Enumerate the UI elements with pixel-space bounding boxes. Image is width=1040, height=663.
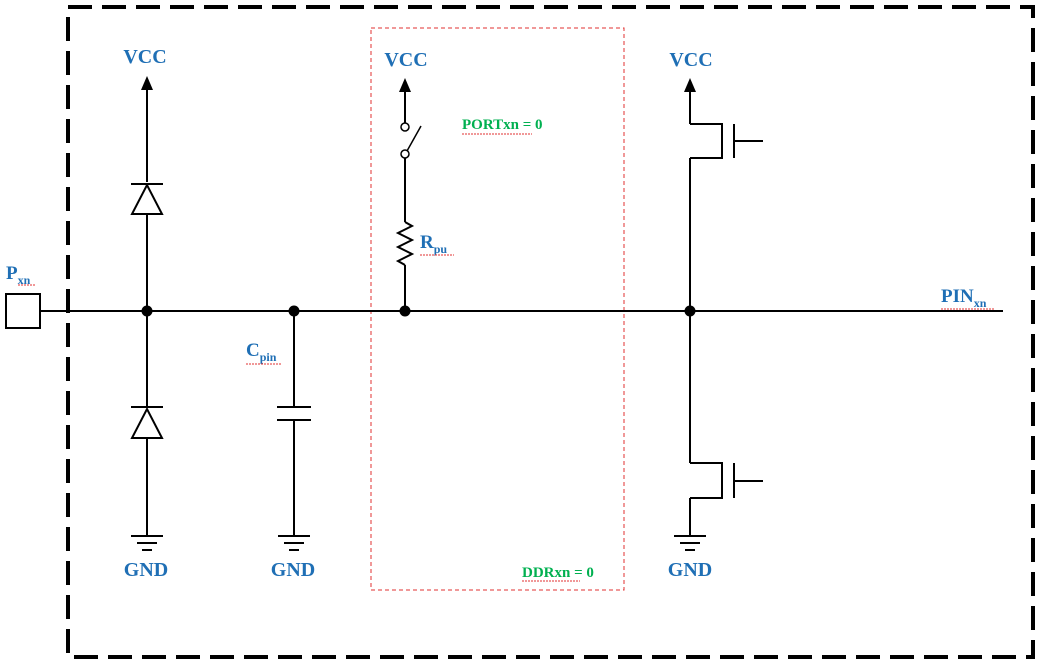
vcc-label-right: VCC <box>669 49 712 71</box>
gnd-label-left: GND <box>124 559 168 581</box>
node-buffer <box>684 305 696 317</box>
ddr-condition: DDRxn = 0 <box>522 565 594 581</box>
node-diodes <box>141 305 153 317</box>
vcc-label-mid: VCC <box>384 49 427 71</box>
pin-pad <box>5 293 41 329</box>
switch-blade <box>406 125 422 152</box>
node-capacitor <box>288 305 300 317</box>
pin-label: Pxn <box>6 263 31 287</box>
pin-capacitor <box>277 305 311 551</box>
output-label: PINxn <box>941 286 987 310</box>
node-pullup <box>399 305 411 317</box>
pullup-resistor <box>395 221 415 266</box>
port-condition: PORTxn = 0 <box>462 117 543 133</box>
pullup-box <box>370 27 625 591</box>
vcc-arrow-left <box>141 76 153 90</box>
vcc-label-left: VCC <box>123 46 166 68</box>
gnd-label-right: GND <box>668 559 712 581</box>
vcc-arrow-right <box>684 78 696 92</box>
switch-contact-bottom <box>400 149 410 159</box>
diode-lower <box>130 406 164 439</box>
gnd-label-cap: GND <box>271 559 315 581</box>
pullup-network <box>395 78 422 317</box>
vcc-arrow-mid <box>399 78 411 92</box>
device-frame <box>66 5 1035 659</box>
input-buffer <box>674 78 763 551</box>
capacitor-label: Cpin <box>246 340 277 364</box>
protection-diodes <box>130 76 164 551</box>
resistor-label: Rpu <box>420 232 447 256</box>
diode-upper <box>130 182 164 215</box>
switch-contact-top <box>400 122 410 132</box>
